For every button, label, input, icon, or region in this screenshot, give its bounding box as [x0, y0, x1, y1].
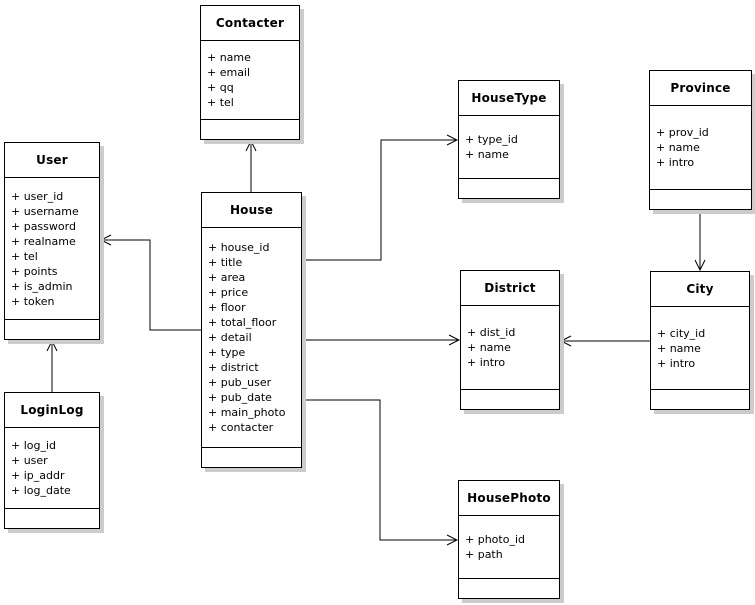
class-attributes: + photo_id + path — [459, 516, 559, 578]
class-methods-empty — [459, 178, 559, 198]
class-city[interactable]: City + city_id+ name+ intro — [650, 271, 750, 410]
class-methods-empty — [5, 508, 99, 528]
attribute-row: + type — [208, 346, 246, 359]
attribute-row: + name — [207, 51, 251, 64]
edge-house-housephoto[interactable] — [302, 399, 457, 540]
class-attributes: + house_id + title + area + price + floor + t… — [202, 228, 301, 447]
attribute-row: + contacter — [208, 421, 274, 434]
attribute-row: + log_id — [11, 439, 57, 452]
class-contacter[interactable]: Contacter + name + email + qq + tel — [200, 5, 300, 140]
attribute-row: + name — [467, 341, 511, 354]
class-title: City — [651, 272, 749, 307]
attribute-row: + name — [465, 148, 509, 161]
class-district[interactable]: District + dist_id + name + intro — [460, 270, 560, 410]
attribute-row: + house_id — [208, 241, 270, 254]
class-title: Province — [650, 71, 751, 106]
attribute-row: + type_id — [465, 133, 518, 146]
attribute-row: + total_floor — [208, 316, 277, 329]
class-methods-empty — [459, 578, 559, 598]
class-attributes: + name + email + qq + tel — [201, 41, 299, 119]
attribute-row: + realname — [11, 234, 76, 248]
class-title: District — [461, 271, 559, 306]
attribute-row: + name — [656, 141, 700, 154]
class-methods-empty — [651, 389, 749, 409]
class-attributes: + user_id+ username+ password+ realname+… — [5, 178, 99, 319]
attribute-row: + ip_addr — [11, 469, 65, 482]
class-title: House — [202, 193, 301, 228]
class-house[interactable]: House + house_id + title + area + price + fl… — [201, 192, 302, 468]
class-title: HouseType — [459, 81, 559, 116]
attribute-row: + photo_id — [465, 533, 525, 546]
attribute-row: + price — [208, 286, 249, 299]
attribute-row: + dist_id — [467, 326, 516, 339]
attribute-row: + district — [208, 361, 259, 374]
attribute-row: + city_id — [657, 326, 706, 340]
class-housephoto[interactable]: HousePhoto + photo_id + path — [458, 480, 560, 599]
attribute-row: + is_admin — [11, 279, 73, 293]
class-title: User — [5, 143, 99, 178]
attribute-row: + intro — [657, 356, 696, 370]
class-user[interactable]: User + user_id+ username+ password+ real… — [4, 142, 100, 340]
attribute-row: + area — [208, 271, 246, 284]
class-title: Contacter — [201, 6, 299, 41]
attribute-row: + username — [11, 204, 79, 218]
attribute-row: + email — [207, 66, 251, 79]
attribute-row: + pub_date — [208, 391, 272, 404]
class-attributes: + dist_id + name + intro — [461, 306, 559, 389]
class-housetype[interactable]: HouseType + type_id + name — [458, 80, 560, 199]
class-attributes: + city_id+ name+ intro — [651, 307, 749, 389]
attribute-row: + intro — [467, 356, 506, 369]
class-title: LoginLog — [5, 393, 99, 428]
class-attributes: + type_id + name — [459, 116, 559, 178]
attribute-row: + title — [208, 256, 243, 269]
class-title: HousePhoto — [459, 481, 559, 516]
attribute-row: + points — [11, 264, 58, 278]
class-province[interactable]: Province + prov_id + name + intro — [649, 70, 752, 210]
attribute-row: + floor — [208, 301, 246, 314]
edge-house-housetype[interactable] — [302, 140, 457, 261]
attribute-row: + user — [11, 454, 48, 467]
attribute-row: + name — [657, 341, 701, 355]
attribute-row: + tel — [11, 249, 38, 263]
attribute-row: + tel — [207, 96, 234, 109]
class-methods-empty — [650, 189, 751, 209]
attribute-row: + log_date — [11, 484, 71, 497]
class-attributes: + prov_id + name + intro — [650, 106, 751, 189]
class-methods-empty — [201, 119, 299, 139]
attribute-row: + pub_user — [208, 376, 272, 389]
attribute-row: + password — [11, 219, 76, 233]
attribute-row: + intro — [656, 156, 695, 169]
class-methods-empty — [5, 319, 99, 339]
attribute-row: + token — [11, 294, 55, 308]
edge-house-user[interactable] — [101, 240, 201, 331]
attribute-row: + main_photo — [208, 406, 286, 419]
attribute-row: + path — [465, 548, 503, 561]
class-methods-empty — [202, 447, 301, 467]
class-attributes: + log_id + user + ip_addr + log_date — [5, 428, 99, 508]
class-loginlog[interactable]: LoginLog + log_id + user + ip_addr + log_da… — [4, 392, 100, 529]
attribute-row: + detail — [208, 331, 252, 344]
attribute-row: + prov_id — [656, 126, 709, 139]
class-methods-empty — [461, 389, 559, 409]
attribute-row: + qq — [207, 81, 234, 94]
attribute-row: + user_id — [11, 189, 64, 203]
